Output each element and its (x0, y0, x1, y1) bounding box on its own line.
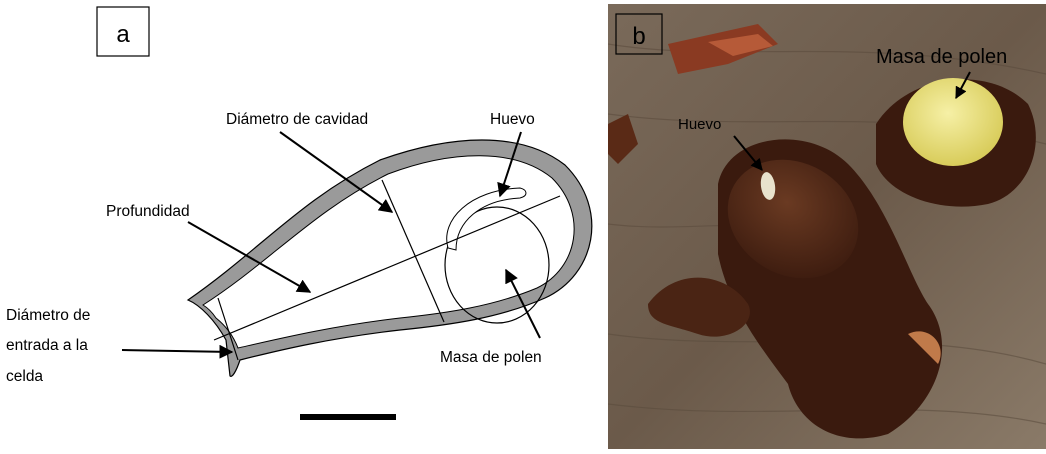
panel-b-photo: b Masa de polen Huevo (608, 4, 1046, 449)
scale-bar (300, 414, 396, 420)
label-entrance-line3: celda (6, 368, 43, 385)
panel-a-letter: a (116, 21, 130, 48)
photo-pollen-mass (903, 78, 1003, 166)
label-depth: Profundidad (106, 203, 190, 220)
label-egg-b: Huevo (678, 116, 721, 133)
label-entrance-line1: Diámetro de (6, 307, 90, 324)
label-entrance-line2: entrada a la (6, 337, 88, 354)
label-cavity-diameter: Diámetro de cavidad (226, 111, 368, 128)
arrow-entrance-diameter (122, 350, 232, 352)
nest-photo-svg: b Masa de polen Huevo (608, 4, 1046, 449)
panel-b-letter: b (632, 23, 645, 50)
label-egg-a: Huevo (490, 111, 535, 128)
label-pollen-mass-a: Masa de polen (440, 349, 542, 366)
cell-diagram-svg: a Diámetro de cavidad Huevo Profundidad … (0, 0, 600, 449)
label-pollen-mass-b: Masa de polen (876, 46, 1007, 68)
panel-a-diagram: a Diámetro de cavidad Huevo Profundidad … (0, 0, 600, 449)
